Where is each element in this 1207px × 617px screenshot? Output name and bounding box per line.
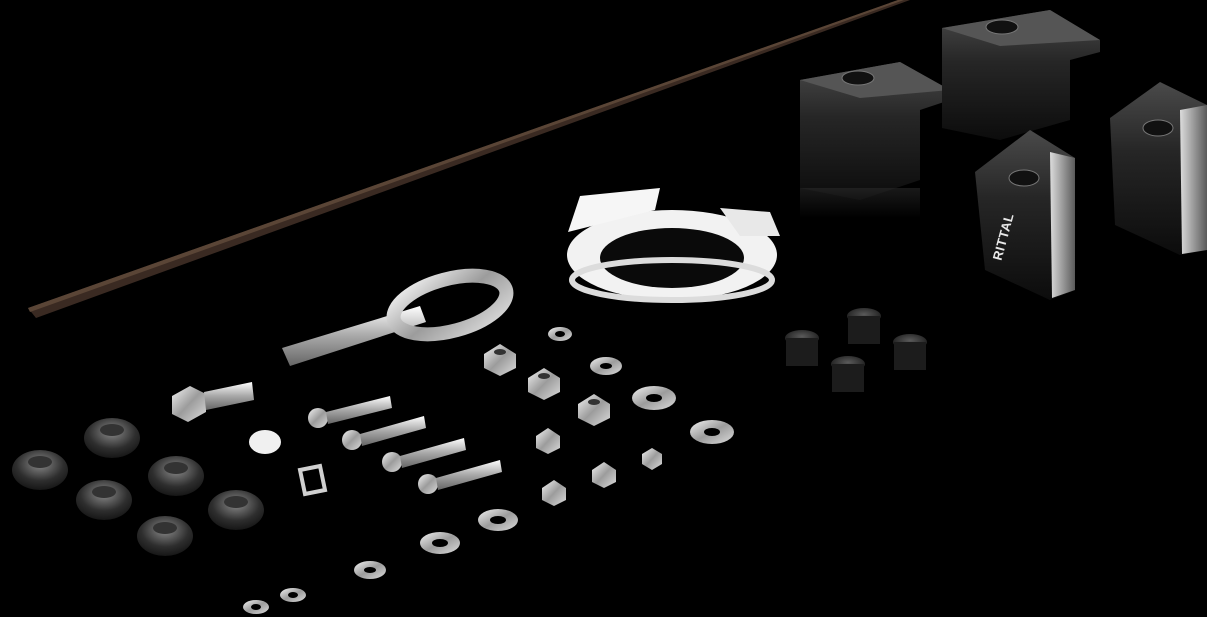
black-cover-3: RITTAL	[975, 130, 1075, 300]
white-ring	[567, 188, 780, 303]
rod	[28, 0, 910, 318]
nuts	[484, 344, 662, 506]
rubber-plugs	[785, 308, 927, 392]
black-caps	[12, 418, 264, 556]
bolts	[308, 396, 502, 494]
washers	[243, 327, 734, 614]
black-cover-2	[942, 10, 1100, 140]
clip	[297, 463, 328, 497]
key	[282, 268, 514, 366]
large-bolt	[172, 382, 254, 422]
black-cover-4	[1110, 82, 1207, 255]
black-cover-1	[800, 62, 950, 218]
white-plug	[249, 430, 281, 454]
